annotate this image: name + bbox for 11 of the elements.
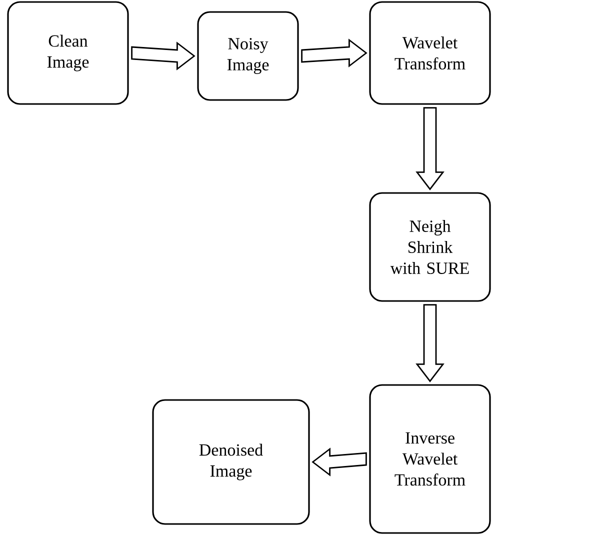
block-arrow: [301, 38, 368, 68]
process-box: Noisy Image: [197, 11, 299, 101]
process-box: Denoised Image: [152, 399, 310, 525]
block-arrow: [312, 448, 367, 476]
process-box: Wavelet Transform: [369, 1, 491, 105]
process-box: Inverse Wavelet Transform: [369, 384, 491, 534]
block-arrow: [416, 107, 444, 190]
process-box: Clean Image: [7, 1, 129, 105]
process-box: Neigh Shrink with SURE: [369, 192, 491, 302]
block-arrow: [416, 304, 444, 382]
block-arrow: [131, 42, 196, 70]
